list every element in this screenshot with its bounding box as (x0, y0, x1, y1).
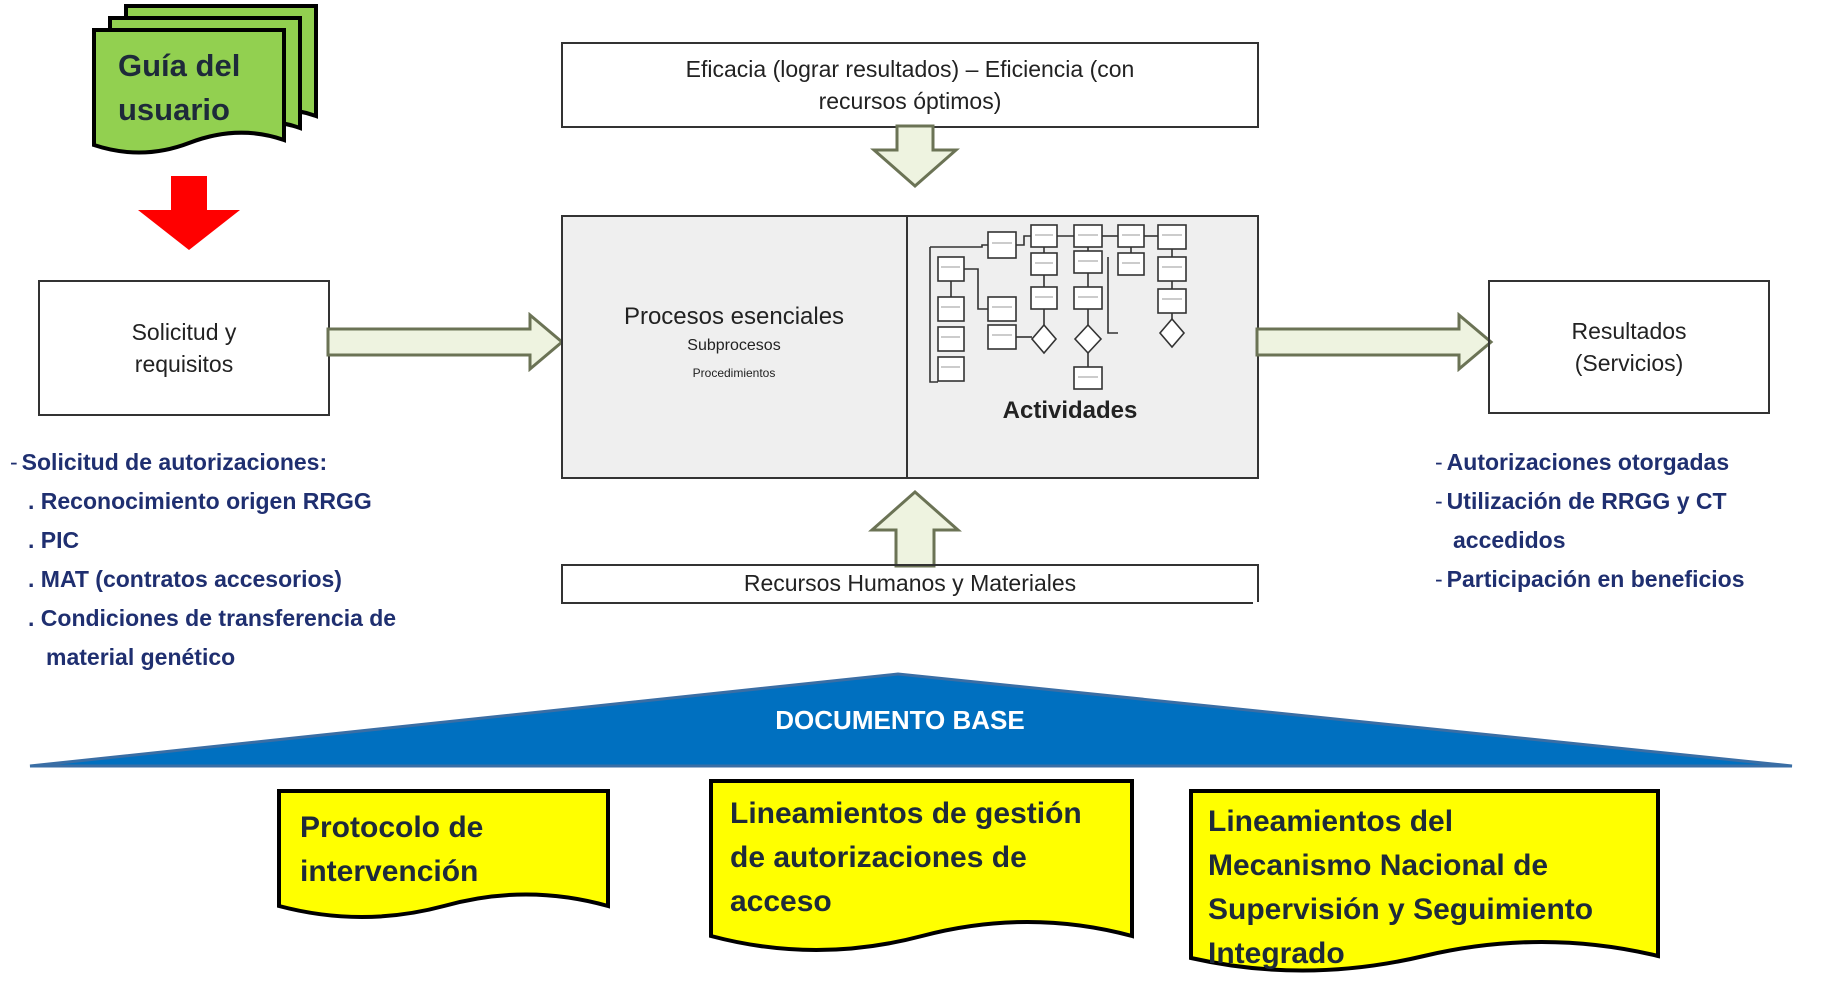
list-item: accedidos (1453, 527, 1566, 553)
list-item: . PIC (28, 527, 80, 553)
hollow-down-arrow-icon (870, 124, 960, 188)
request-line-1: Solicitud y (131, 319, 237, 345)
efficacy-line-1: Eficacia (lograr resultados) – Eficienci… (685, 56, 1135, 82)
efficacy-line-2: recursos óptimos) (818, 88, 1002, 114)
access-guidelines-document-shape (709, 779, 1134, 952)
access-guidelines-document-text: Lineamientos de gestión de autorizacione… (730, 792, 1082, 924)
list-item: -Participación en beneficios (1435, 566, 1745, 592)
user-guide-line-1: Guía del (118, 48, 241, 83)
list-item: . Reconocimiento origen RRGG (28, 488, 372, 514)
red-down-arrow-icon (138, 176, 240, 250)
protocol-document-text: Protocolo de intervención (300, 806, 483, 894)
resources-bottom-line (561, 602, 1253, 604)
access-guidelines-line-2: de autorizaciones de (730, 841, 1027, 874)
national-mechanism-document-text: Lineamientos del Mecanismo Nacional de S… (1208, 800, 1593, 976)
essential-processes-title: Procesos esenciales (623, 303, 845, 330)
list-item: -Autorizaciones otorgadas (1435, 449, 1730, 475)
resources-label: Recursos Humanos y Materiales (743, 570, 1077, 597)
list-item: material genético (46, 644, 236, 670)
national-mechanism-document-shape (1189, 789, 1660, 973)
request-list: -Solicitud de autorizaciones: . Reconoci… (10, 443, 396, 677)
user-guide-line-2: usuario (118, 92, 230, 127)
results-list: -Autorizaciones otorgadas -Utilización d… (1435, 443, 1744, 599)
results-box: Resultados (Servicios) (1488, 280, 1770, 414)
hollow-right-arrow-icon (326, 312, 565, 372)
resources-box: Recursos Humanos y Materiales (561, 564, 1259, 602)
user-guide-stack (92, 4, 318, 155)
request-line-2: requisitos (134, 351, 234, 377)
hollow-up-arrow-icon (868, 490, 962, 568)
request-requirements-box: Solicitud y requisitos (38, 280, 330, 416)
access-guidelines-line-3: acceso (730, 885, 832, 918)
base-document-label: DOCUMENTO BASE (775, 705, 1025, 735)
process-divider (906, 215, 908, 479)
activities-label: Actividades (1002, 397, 1138, 424)
protocol-document-shape (277, 789, 610, 919)
results-line-2: (Servicios) (1574, 350, 1684, 376)
protocol-line-2: intervención (300, 855, 479, 888)
activities-flowchart (929, 224, 1187, 390)
protocol-line-1: Protocolo de (300, 811, 484, 844)
national-mechanism-line-4: Integrado (1208, 937, 1345, 970)
subprocesses-label: Subprocesos (687, 337, 781, 354)
procedures-label: Procedimientos (692, 366, 776, 380)
request-list-header: -Solicitud de autorizaciones: (10, 449, 328, 475)
national-mechanism-line-2: Mecanismo Nacional de (1208, 849, 1549, 882)
user-guide-label: Guía del usuario (118, 44, 240, 132)
list-item: -Utilización de RRGG y CT (1435, 488, 1727, 514)
list-item: . Condiciones de transferencia de (28, 605, 397, 631)
efficacy-efficiency-box: Eficacia (lograr resultados) – Eficienci… (561, 42, 1259, 128)
national-mechanism-line-1: Lineamientos del (1208, 805, 1454, 838)
access-guidelines-line-1: Lineamientos de gestión (730, 797, 1082, 830)
base-document-banner (29, 672, 1793, 768)
hollow-right-arrow-2-icon (1255, 312, 1494, 372)
results-line-1: Resultados (1571, 318, 1687, 344)
national-mechanism-line-3: Supervisión y Seguimiento (1208, 893, 1594, 926)
list-item: . MAT (contratos accesorios) (28, 566, 342, 592)
